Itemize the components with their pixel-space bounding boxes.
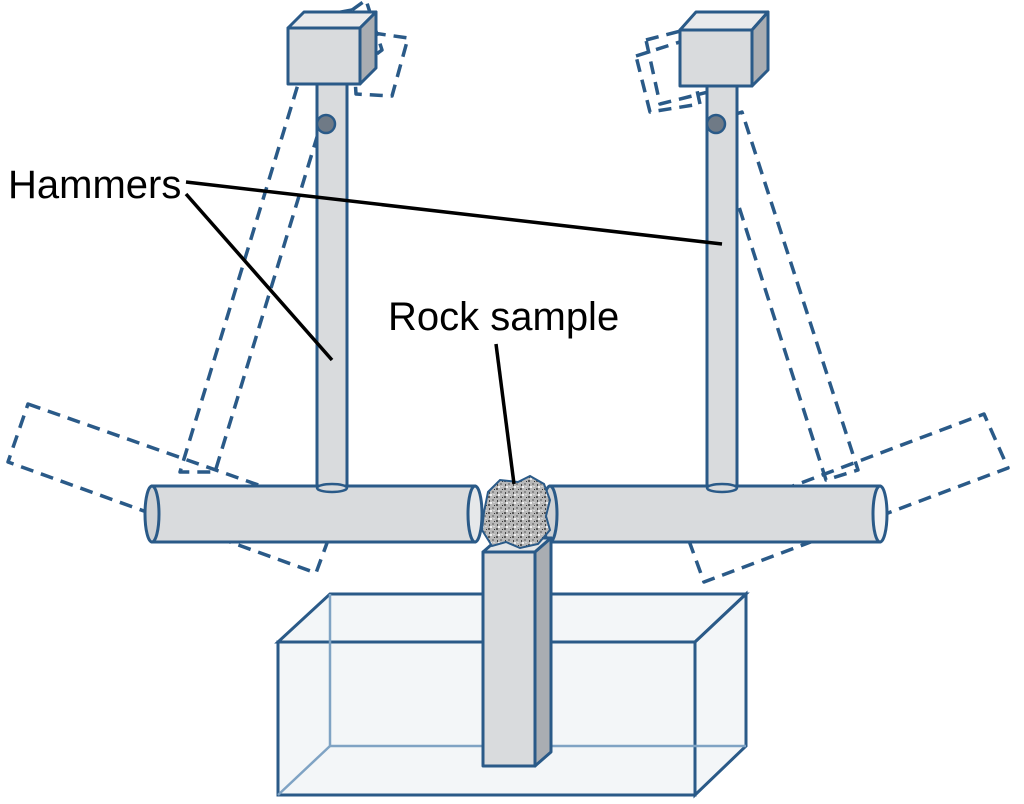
rock-sample-label: Rock sample (388, 295, 619, 339)
tank-back-diagonal (277, 745, 331, 796)
hammers-leader-right (185, 180, 723, 246)
right-striking-bar (541, 482, 889, 544)
left-pivot-icon (315, 113, 337, 135)
leader-lines (184, 180, 723, 485)
right-ghost-swing-bar (682, 412, 1010, 584)
right-hammer-arm (705, 82, 739, 492)
left-hammer-head-front (286, 26, 362, 86)
rock-sample-leader (494, 343, 516, 485)
right-arm-joint (705, 482, 739, 494)
left-striking-bar (143, 482, 484, 544)
right-pivot-icon (705, 113, 727, 135)
pedestal-side (533, 536, 553, 768)
rock-sample (480, 474, 552, 550)
right-hammer-head-front (678, 28, 754, 88)
right-ghost-head (644, 24, 718, 106)
hammers-label: Hammers (8, 163, 181, 207)
hammer-right (678, 10, 770, 492)
hammer-left (286, 10, 378, 492)
left-bar-body (150, 484, 477, 544)
right-bar-body (548, 484, 882, 544)
pedestal-front (481, 550, 537, 768)
left-ghost-swing-bar (6, 402, 340, 575)
left-bar-end-cap (143, 484, 161, 544)
left-bar-strike-face (466, 484, 484, 544)
left-ghost-arm (178, 66, 340, 474)
right-bar-end-cap (871, 484, 889, 544)
left-arm-joint (315, 482, 349, 494)
sample-pedestal (481, 536, 553, 768)
hammers-leader-left (184, 192, 334, 362)
